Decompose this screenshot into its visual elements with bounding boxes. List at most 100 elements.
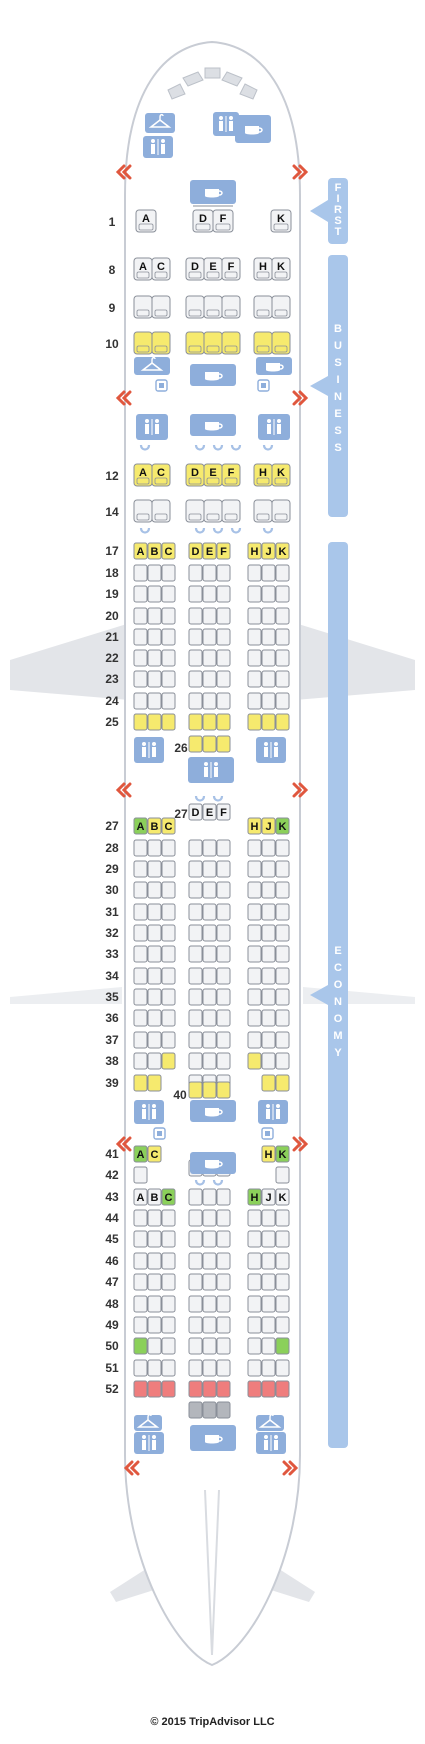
person-body [219, 121, 223, 131]
galley-icon [190, 414, 236, 436]
economy-cabin-label-letter: O [334, 979, 343, 991]
row-number: 14 [105, 505, 119, 519]
row-number: 9 [109, 301, 116, 315]
economy-seat [147, 1052, 162, 1070]
row-number: 48 [105, 1297, 119, 1311]
economy-seat [216, 735, 231, 753]
seat-letter: A [142, 213, 150, 225]
economy-seat [161, 1295, 176, 1313]
seat-shape [161, 607, 176, 625]
seat-shape [161, 945, 176, 963]
economy-seat [202, 670, 217, 688]
seat-shape [188, 1401, 203, 1419]
economy-seat [261, 1009, 276, 1027]
economy-seat [133, 628, 148, 646]
economy-seat [161, 628, 176, 646]
exit-chevron [292, 782, 303, 798]
economy-seat [133, 607, 148, 625]
person-head [264, 742, 268, 746]
economy-seat [161, 1031, 176, 1049]
economy-seat [216, 1252, 231, 1270]
seat-footrest [206, 271, 220, 279]
economy-seat [202, 585, 217, 603]
economy-seat [261, 670, 276, 688]
economy-seat [161, 1316, 176, 1334]
seat-letter: K [277, 261, 285, 273]
seat-shape [216, 1209, 231, 1227]
seat-letter: B [151, 821, 159, 833]
economy-seat [275, 585, 290, 603]
seat-shape [133, 670, 148, 688]
premium-seat: E [203, 257, 223, 281]
seat-footrest [256, 477, 270, 485]
seat-shape [275, 713, 290, 731]
seat-shape [216, 713, 231, 731]
premium-seat: C [151, 463, 171, 487]
seat-shape [275, 628, 290, 646]
seat-shape [261, 607, 276, 625]
economy-seat [161, 1009, 176, 1027]
exit-chevron [115, 390, 126, 406]
economy-seat [261, 1380, 276, 1398]
row-number: 21 [105, 630, 119, 644]
economy-seat [247, 1230, 262, 1248]
economy-seat [147, 988, 162, 1006]
row-number: 12 [105, 469, 119, 483]
exit-chevron [121, 390, 132, 406]
economy-cabin-label-letter: C [334, 962, 342, 974]
seat-shape [216, 1273, 231, 1291]
premium-seat: K [271, 257, 291, 281]
seat-shape [275, 881, 290, 899]
seat-shape [202, 542, 217, 560]
bassinet-icon [194, 444, 206, 451]
seat-footrest [256, 345, 270, 353]
seat-footrest [256, 309, 270, 317]
seat-shape [247, 670, 262, 688]
seat-shape [275, 988, 290, 1006]
economy-seat [133, 1316, 148, 1334]
premium-seat [133, 295, 153, 319]
economy-seat [216, 1230, 231, 1248]
economy-seat: K [275, 1145, 290, 1163]
seat-shape [261, 1074, 276, 1092]
premium-seat: C [151, 257, 171, 281]
seat-letter: C [157, 467, 165, 479]
seat-shape [216, 1081, 231, 1099]
seat-shape [216, 967, 231, 985]
person-body [152, 1440, 156, 1450]
seat-footrest [154, 271, 168, 279]
premium-seat: K [271, 463, 291, 487]
seat-shape [202, 1081, 217, 1099]
row-number: 20 [105, 609, 119, 623]
seat-shape [247, 1273, 262, 1291]
person-head [277, 419, 281, 423]
economy-seat [147, 1074, 162, 1092]
exit-arrow-icon [115, 782, 132, 798]
premium-seat [203, 499, 223, 523]
economy-seat [261, 628, 276, 646]
economy-seat: C [147, 1145, 162, 1163]
seat-shape [212, 209, 234, 233]
economy-seat [216, 1052, 231, 1070]
seat-footrest [154, 513, 168, 521]
hanger-hook [159, 113, 164, 120]
seat-shape [216, 1031, 231, 1049]
seat-shape [161, 585, 176, 603]
economy-seat [147, 607, 162, 625]
business-cabin-band [328, 255, 348, 517]
seat-shape [133, 1295, 148, 1313]
seat-letter: K [277, 467, 285, 479]
seat-letter: F [220, 807, 227, 819]
exit-arrow-icon [115, 1136, 132, 1152]
small-facility-icon [261, 1127, 274, 1140]
seat-shape [216, 649, 231, 667]
economy-seat [216, 1380, 231, 1398]
seat-shape [261, 924, 276, 942]
seat-shape [247, 1031, 262, 1049]
economy-seat [216, 585, 231, 603]
premium-seat [221, 295, 241, 319]
lavatory-icon [134, 1432, 164, 1454]
economy-seat [247, 1009, 262, 1027]
economy-seat [133, 1273, 148, 1291]
economy-seat [247, 839, 262, 857]
